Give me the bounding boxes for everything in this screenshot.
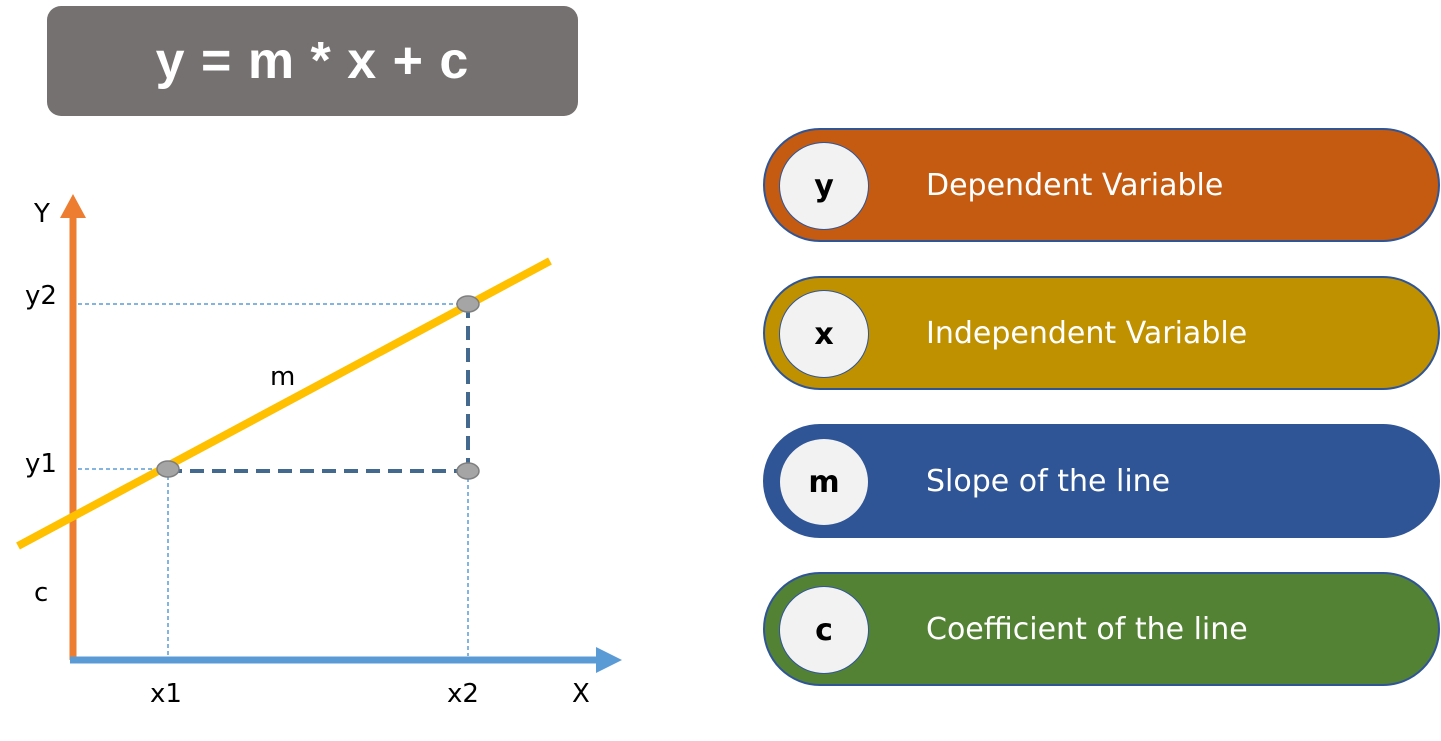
x-axis-arrow-icon [596, 647, 622, 673]
point-x1-y1 [156, 460, 180, 478]
y2-label: y2 [25, 281, 57, 311]
x2-label: x2 [447, 679, 479, 709]
y-axis-arrow-icon [60, 194, 86, 218]
legend-item-coefficient: c Coefficient of the line [763, 572, 1440, 686]
legend-label-c: Coefficient of the line [926, 611, 1248, 647]
legend-symbol-m: m [779, 438, 869, 526]
formula-banner: y = m * x + c [47, 6, 578, 116]
point-x2-y1 [456, 462, 480, 480]
legend-item-slope: m Slope of the line [763, 424, 1440, 538]
formula-text: y = m * x + c [155, 32, 470, 90]
y1-label: y1 [25, 449, 57, 479]
legend-label-y: Dependent Variable [926, 167, 1224, 203]
x1-label: x1 [150, 679, 182, 709]
legend-item-dependent-variable: y Dependent Variable [763, 128, 1440, 242]
legend-label-x: Independent Variable [926, 315, 1248, 351]
legend-symbol-c: c [779, 586, 869, 674]
slope-label: m [270, 362, 295, 392]
slope-diagram: Y X y2 y1 x1 x2 m c [16, 194, 622, 709]
y-axis-label: Y [33, 199, 50, 229]
legend-symbol-y: y [779, 142, 869, 230]
legend-symbol-x: x [779, 290, 869, 378]
point-x2-y2 [456, 295, 480, 313]
x-axis-label: X [572, 679, 590, 709]
legend-item-independent-variable: x Independent Variable [763, 276, 1440, 390]
intercept-label: c [34, 578, 48, 608]
legend-label-m: Slope of the line [926, 463, 1171, 499]
